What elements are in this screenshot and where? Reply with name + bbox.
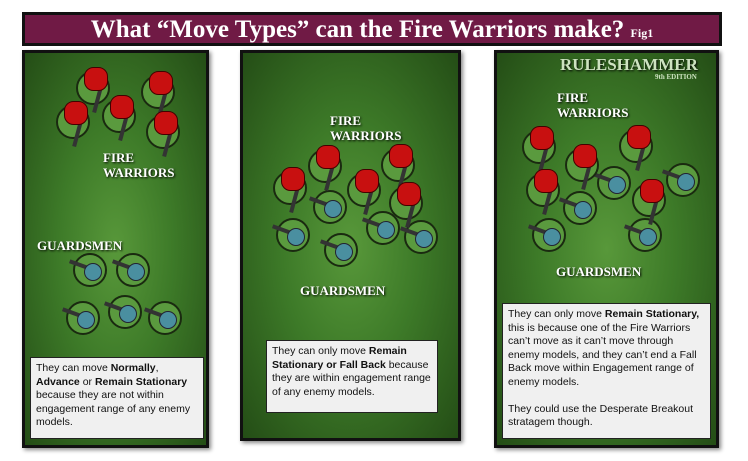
guardsmen-label: GUARDSMEN: [37, 238, 123, 253]
figure-title: What “Move Types” can the Fire Warriors …: [22, 12, 722, 46]
fire-warrior-model: [76, 67, 110, 114]
guardsman-model: [111, 253, 150, 287]
explanation-box: They can only move Remain Stationary, th…: [502, 303, 711, 439]
fire-warrior-model: [146, 111, 180, 158]
title-text: What “Move Types” can the Fire Warriors …: [90, 16, 625, 43]
fire-warrior-model: [565, 144, 599, 191]
fire-warrior-model: [526, 169, 560, 216]
fire-warriors-label: FIRE WARRIORS: [330, 113, 402, 143]
fire-warrior-model: [381, 144, 415, 191]
guardsman-model: [399, 220, 438, 254]
guardsman-model: [623, 218, 662, 252]
guardsman-model: [361, 211, 400, 245]
guardsman-model: [103, 295, 142, 329]
guardsman-model: [558, 191, 597, 225]
guardsman-model: [527, 218, 566, 252]
ruleshammer-logo: RULESHAMMER: [560, 55, 698, 74]
fire-warrior-model: [347, 169, 381, 216]
figure-number: Fig1: [630, 26, 654, 40]
fire-warrior-model: [141, 71, 175, 118]
guardsman-model: [68, 253, 107, 287]
guardsman-model: [61, 301, 100, 335]
fire-warrior-model: [389, 182, 423, 229]
fire-warrior-model: [632, 179, 666, 226]
fire-warrior-model: [273, 167, 307, 214]
edition-label: 9th EDITION: [655, 73, 697, 81]
fire-warriors-label: FIRE WARRIORS: [103, 150, 175, 180]
guardsmen-label: GUARDSMEN: [300, 283, 386, 298]
explanation-box: They can only move Remain Stationary or …: [266, 340, 438, 413]
explanation-box: They can move Normally, Advance or Remai…: [30, 357, 204, 439]
fire-warrior-model: [522, 126, 556, 173]
fire-warrior-model: [102, 95, 136, 142]
fire-warriors-label: FIRE WARRIORS: [557, 90, 629, 120]
guardsman-model: [271, 218, 310, 252]
fire-warrior-model: [619, 125, 653, 172]
guardsman-model: [319, 233, 358, 267]
guardsman-model: [308, 190, 347, 224]
fire-warrior-model: [308, 145, 342, 192]
guardsman-model: [592, 166, 631, 200]
guardsmen-label: GUARDSMEN: [556, 264, 642, 279]
guardsman-model: [143, 301, 182, 335]
guardsman-model: [661, 163, 700, 197]
fire-warrior-model: [56, 101, 90, 148]
